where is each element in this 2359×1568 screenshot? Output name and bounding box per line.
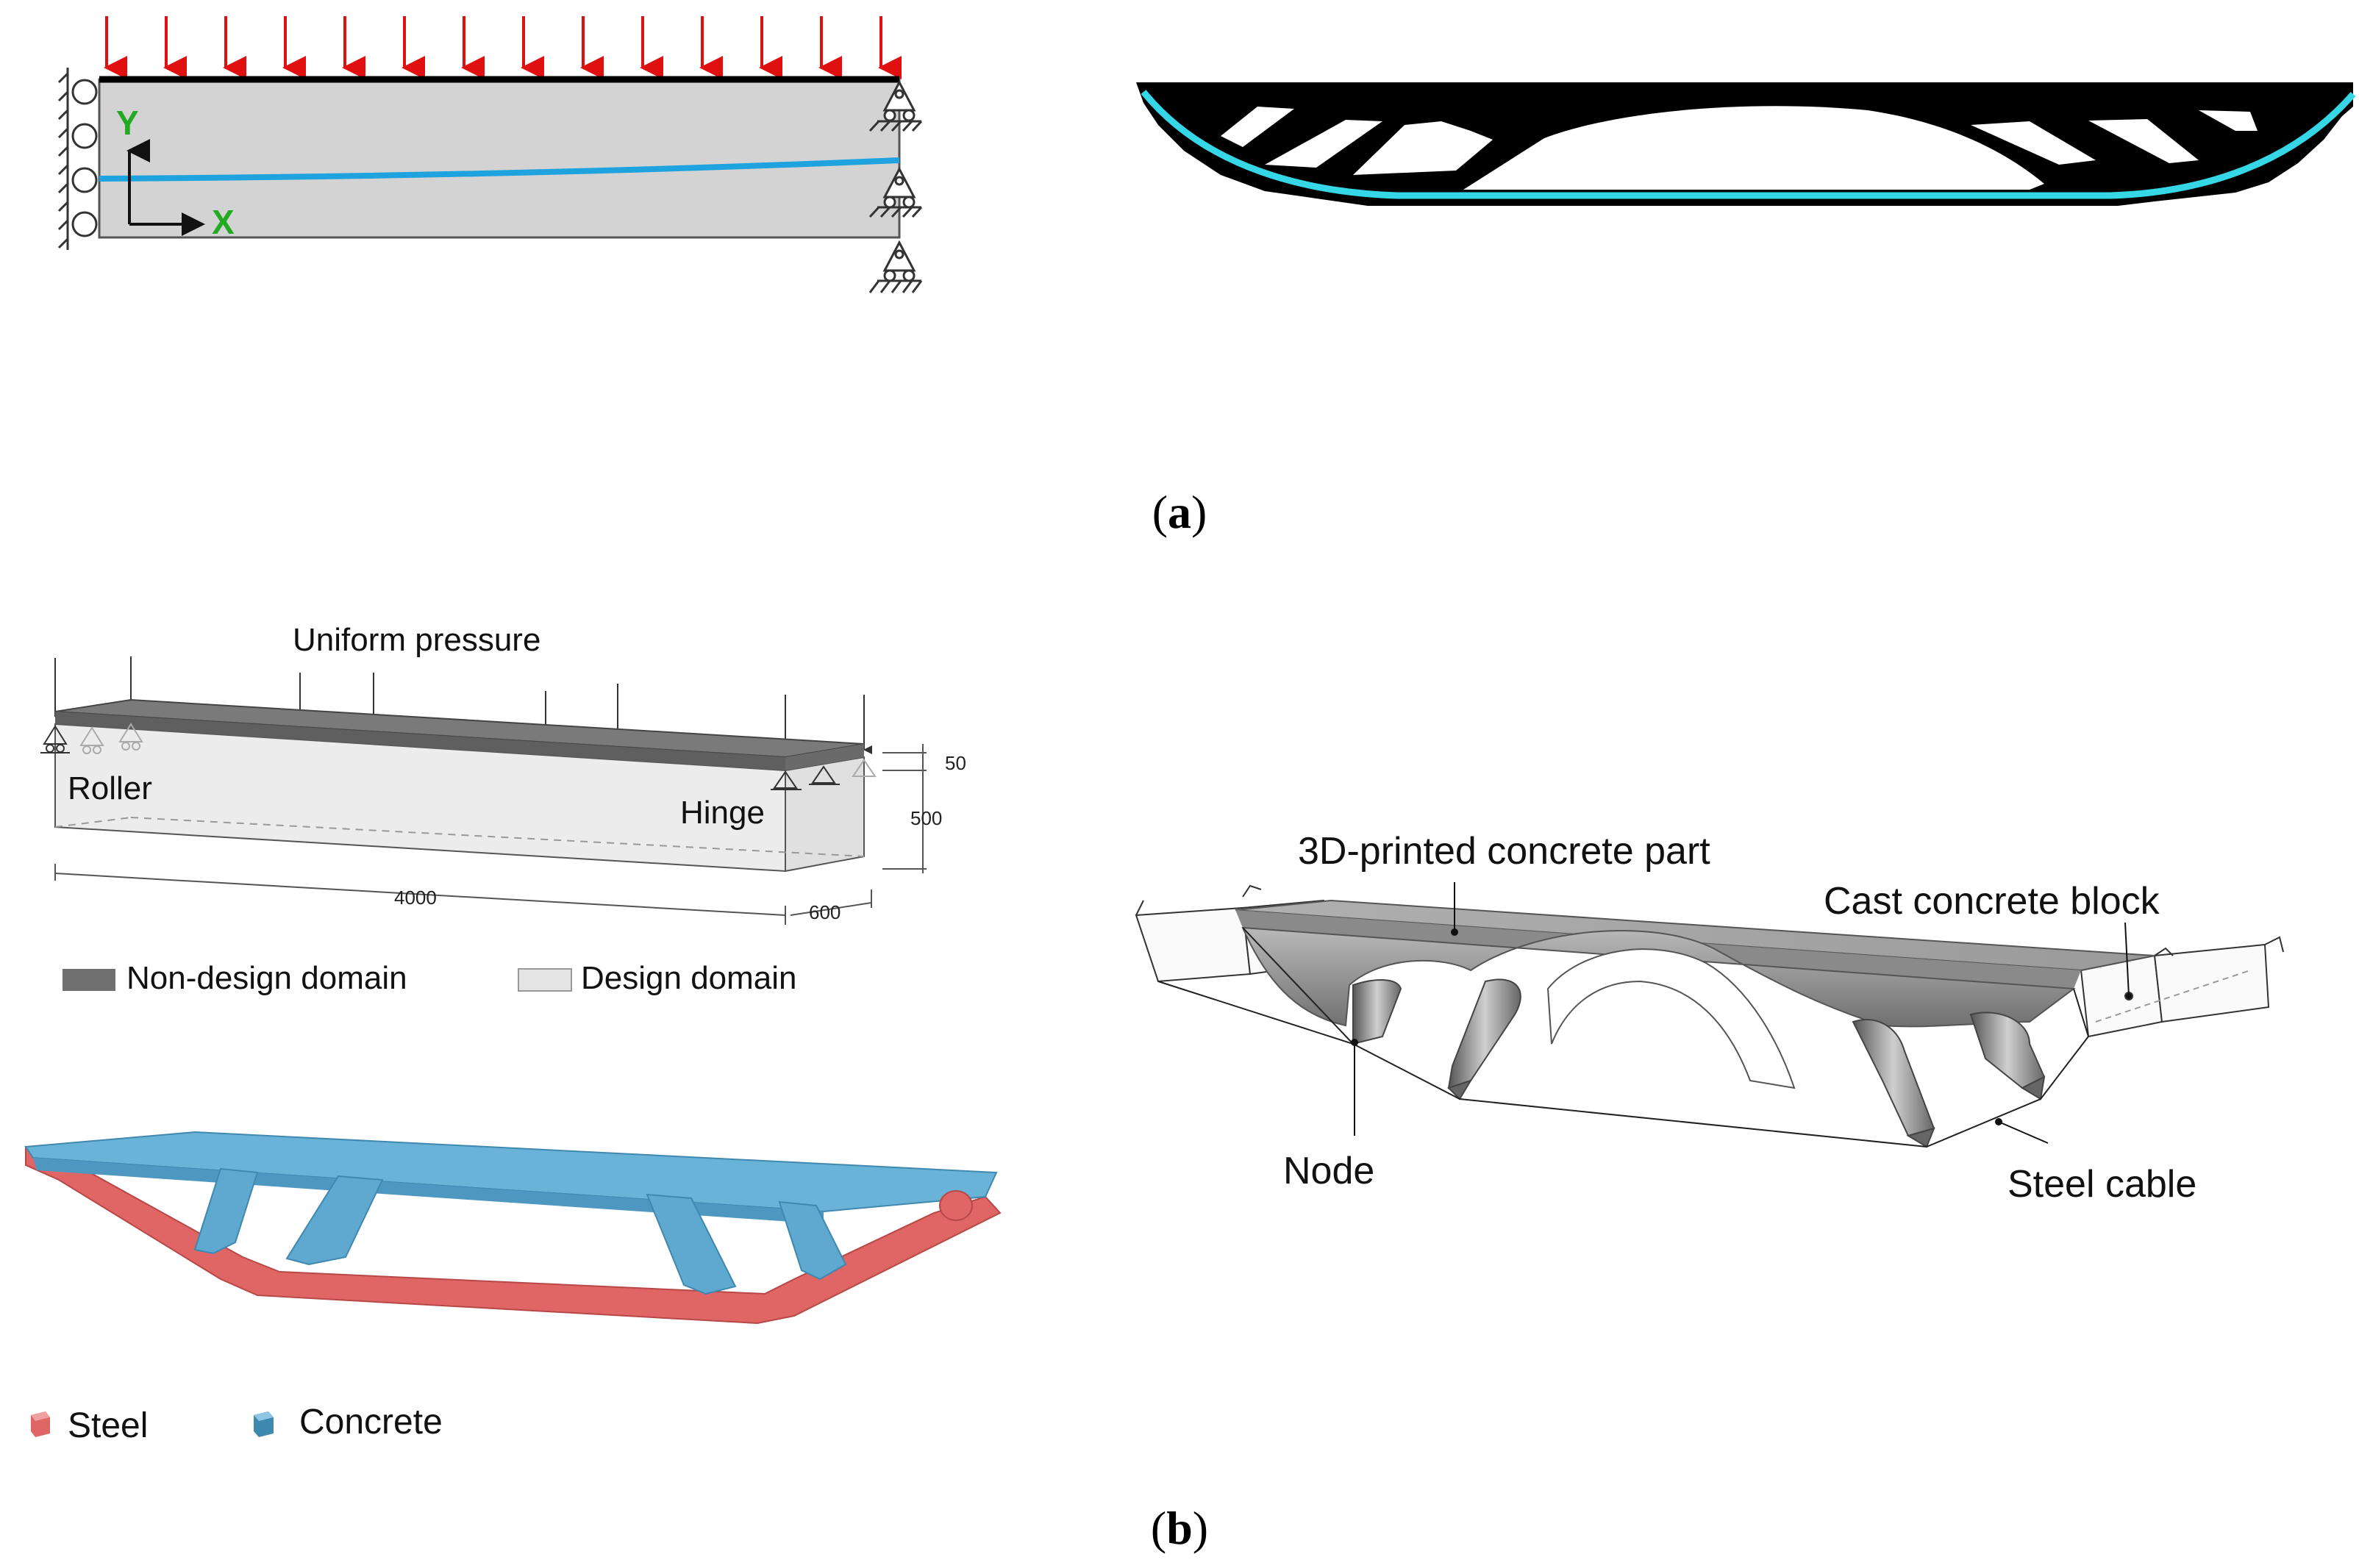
hinge-label: Hinge: [680, 795, 765, 831]
concrete-struts: [193, 1167, 847, 1295]
caption-a-letter: a: [1168, 486, 1191, 538]
design-legend-label: Design domain: [581, 960, 797, 996]
beam-body: [98, 78, 901, 239]
concrete-legend-label: Concrete: [299, 1403, 443, 1442]
nondesign-side-strip: [785, 744, 864, 770]
leader-lines: [1354, 882, 2130, 1144]
printed-beam-render: 3D-printed concrete part Cast concrete b…: [1135, 830, 2284, 1206]
deflection-curve: [99, 157, 900, 182]
uniform-pressure-label: Uniform pressure: [293, 622, 540, 658]
printed-arch: [1241, 926, 2076, 1028]
printed-legs: [1352, 978, 2046, 1148]
roller-label: Roller: [68, 770, 152, 806]
node-label: Node: [1283, 1150, 1374, 1192]
caption-b-letter: b: [1166, 1502, 1193, 1554]
coordinate-axes: [126, 139, 205, 236]
dim-500: 500: [910, 807, 942, 829]
nondesign-front-strip: [55, 712, 785, 770]
axis-x-label: X: [212, 203, 235, 241]
caption-b: (b): [1151, 1502, 1208, 1554]
steel-concrete-topology: Steel Concrete: [24, 1131, 1002, 1445]
design-swatch: [518, 968, 572, 992]
steel-swatch: [31, 1411, 50, 1437]
steel-tie: [25, 1145, 1002, 1325]
design-domain-diagram: Uniform pressure Roller: [40, 622, 966, 996]
steel-cable-label: Steel cable: [2008, 1163, 2196, 1206]
caption-a: (a): [1152, 486, 1207, 538]
dim-600: 600: [809, 901, 841, 923]
beam-load-diagram: Y X: [57, 16, 923, 293]
topology-voids: [1221, 106, 2258, 190]
dimension-lines: [54, 744, 927, 925]
topology-tension-line: [1141, 90, 2356, 199]
axis-y-label: Y: [116, 104, 139, 142]
left-roller-support: [57, 68, 98, 250]
dim-50: 50: [945, 752, 966, 774]
concrete-swatch: [254, 1411, 274, 1437]
nondesign-legend-label: Non-design domain: [126, 960, 407, 996]
cast-block-label: Cast concrete block: [1824, 880, 2160, 923]
right-supports: [868, 79, 923, 293]
nondesign-swatch: [63, 969, 115, 991]
cast-block-right: [2080, 936, 2284, 1038]
roller-supports-3d: [40, 723, 877, 790]
steel-legend-label: Steel: [68, 1406, 148, 1445]
printed-deck-top: [1235, 899, 2155, 972]
steel-cables: [1157, 927, 2089, 1148]
load-arrows: [104, 16, 902, 79]
printed-part-label: 3D-printed concrete part: [1298, 830, 1710, 873]
dim-4000: 4000: [394, 887, 437, 909]
topology-result: [1136, 82, 2356, 206]
